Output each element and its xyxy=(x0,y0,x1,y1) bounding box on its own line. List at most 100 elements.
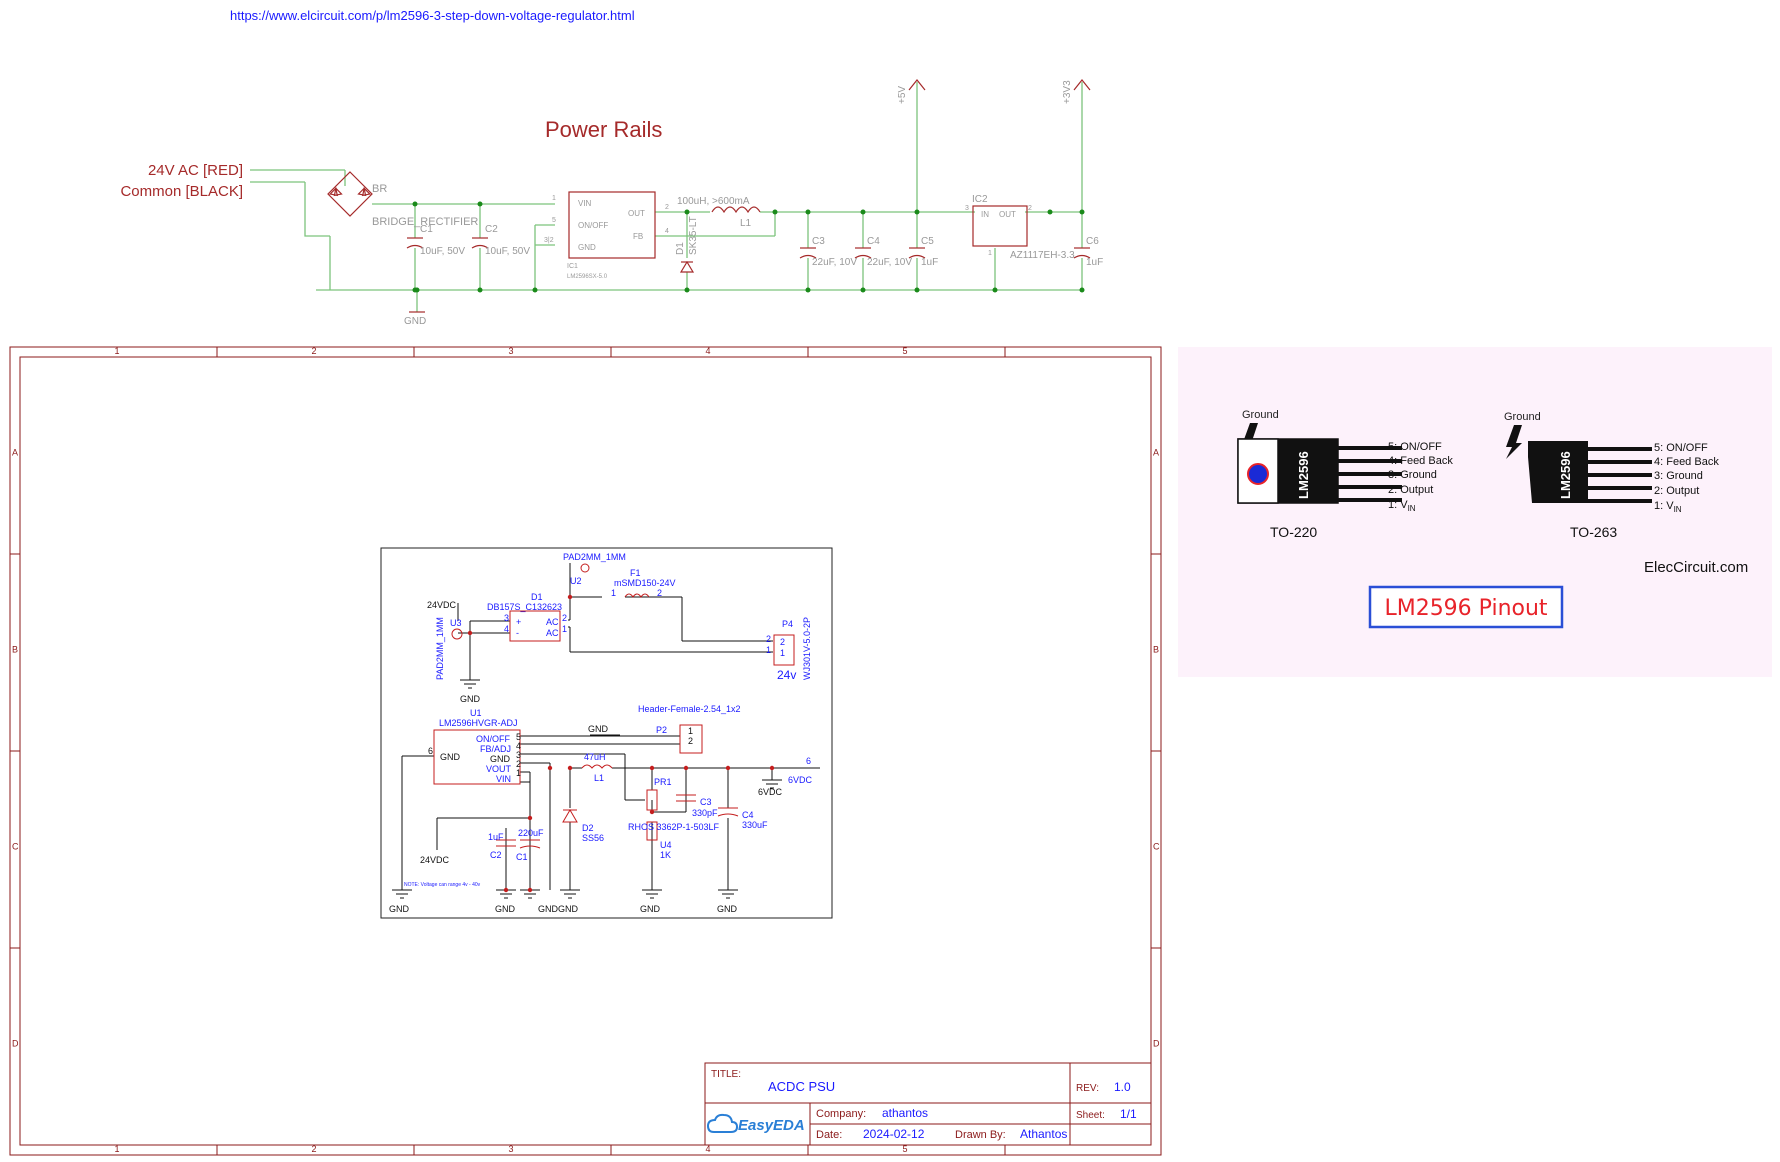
sheet-row-label: D xyxy=(12,1039,19,1049)
date-value: 2024-02-12 xyxy=(863,1127,925,1141)
svg-text:22uF, 10V: 22uF, 10V xyxy=(867,257,912,268)
svg-text:U3: U3 xyxy=(450,618,462,628)
svg-text:1uF: 1uF xyxy=(488,832,504,842)
company-value: athantos xyxy=(882,1106,928,1120)
svg-text:22uF, 10V: 22uF, 10V xyxy=(812,257,857,268)
date-label: Date: xyxy=(816,1129,842,1141)
svg-text:C4: C4 xyxy=(867,236,880,247)
svg-text:4: Feed Back: 4: Feed Back xyxy=(1654,456,1719,468)
svg-text:5: 5 xyxy=(552,217,556,224)
svg-text:GND: GND xyxy=(495,904,516,914)
power-rails-schematic: Power Rails 24V AC [RED] Common [BLACK] … xyxy=(120,79,1103,327)
svg-text:AZ1117EH-3.3: AZ1117EH-3.3 xyxy=(1010,250,1075,261)
power-rails-title: Power Rails xyxy=(545,117,662,142)
svg-text:1: 1 xyxy=(611,588,616,598)
svg-text:2: 2 xyxy=(665,204,669,211)
svg-text:1: 1 xyxy=(552,195,556,202)
svg-text:ON/OFF: ON/OFF xyxy=(476,734,510,744)
cloud-icon xyxy=(706,1113,739,1133)
svg-text:2: 2 xyxy=(516,759,521,769)
svg-text:L1: L1 xyxy=(594,773,604,783)
svg-text:GND: GND xyxy=(490,754,511,764)
svg-text:3: 3 xyxy=(965,205,969,212)
svg-text:SK35-LT: SK35-LT xyxy=(688,216,699,255)
svg-text:24VDC: 24VDC xyxy=(420,855,450,865)
svg-text:1: 1 xyxy=(562,624,567,634)
svg-text:IC1: IC1 xyxy=(567,263,578,270)
svg-text:C6: C6 xyxy=(1086,236,1099,247)
sheet-col-label: 3 xyxy=(509,1144,514,1154)
sheet-col-label: 5 xyxy=(903,1144,908,1154)
svg-text:FB: FB xyxy=(633,232,643,241)
svg-text:24v: 24v xyxy=(777,668,796,682)
svg-text:4: Feed Back: 4: Feed Back xyxy=(1388,455,1453,467)
svg-text:AC: AC xyxy=(546,617,559,627)
svg-text:C3: C3 xyxy=(700,797,712,807)
svg-text:2: Output: 2: Output xyxy=(1388,484,1433,496)
svg-text:GND: GND xyxy=(440,752,461,762)
svg-text:10uF, 50V: 10uF, 50V xyxy=(420,246,465,257)
sheet-row-label: D xyxy=(1153,1039,1160,1049)
svg-text:3|2: 3|2 xyxy=(544,237,554,244)
svg-text:2: Output: 2: Output xyxy=(1654,485,1699,497)
svg-text:BRIDGE_RECTIFIER: BRIDGE_RECTIFIER xyxy=(372,216,478,228)
package-to220: TO-220 xyxy=(1270,524,1317,540)
svg-text:-: - xyxy=(516,628,519,638)
title-block xyxy=(704,1062,1152,1146)
svg-text:1uF: 1uF xyxy=(1086,257,1103,268)
source-url-link[interactable]: https://www.elcircuit.com/p/lm2596-3-ste… xyxy=(230,8,635,23)
svg-text:+3V3: +3V3 xyxy=(1062,80,1073,104)
svg-text:330uF: 330uF xyxy=(742,820,768,830)
svg-text:6VDC: 6VDC xyxy=(758,787,783,797)
svg-text:47uH: 47uH xyxy=(584,752,606,762)
svg-text:VIN: VIN xyxy=(496,774,511,784)
credit-text: ElecCircuit.com xyxy=(1644,559,1748,576)
svg-text:Header-Female-2.54_1x2: Header-Female-2.54_1x2 xyxy=(638,704,741,714)
svg-text:1: 1 xyxy=(516,768,521,778)
title-label: TITLE: xyxy=(711,1069,741,1080)
svg-text:3: 3 xyxy=(516,750,521,760)
svg-text:5: ON/OFF: 5: ON/OFF xyxy=(1654,442,1708,454)
svg-text:220uF: 220uF xyxy=(518,828,544,838)
svg-text:WJ301V-5.0-2P: WJ301V-5.0-2P xyxy=(802,617,812,680)
svg-text:2: 2 xyxy=(780,637,785,647)
svg-text:PAD2MM_1MM: PAD2MM_1MM xyxy=(435,617,445,680)
svg-text:6: 6 xyxy=(428,746,433,756)
svg-text:D1: D1 xyxy=(531,592,543,602)
svg-text:IC2: IC2 xyxy=(972,194,988,205)
rev-value: 1.0 xyxy=(1114,1080,1131,1094)
sheet-row-label: C xyxy=(1153,842,1160,852)
svg-text:C2: C2 xyxy=(490,850,502,860)
svg-text:24VDC: 24VDC xyxy=(427,600,457,610)
sheet-label: Sheet: xyxy=(1076,1110,1105,1121)
svg-text:PAD2MM_1MM: PAD2MM_1MM xyxy=(563,552,626,562)
svg-text:330pF: 330pF xyxy=(692,808,718,818)
sheet-col-label: 2 xyxy=(312,1144,317,1154)
sheet-col-label: 4 xyxy=(706,1144,711,1154)
svg-text:U1: U1 xyxy=(470,708,482,718)
pinout-title: LM2596 Pinout xyxy=(1384,596,1547,621)
svg-text:P4: P4 xyxy=(782,619,793,629)
svg-text:4: 4 xyxy=(516,741,521,751)
ground-label-left: Ground xyxy=(1242,409,1279,421)
sheet-row-label: A xyxy=(12,448,18,458)
svg-text:3: 3 xyxy=(504,613,509,623)
svg-text:AC: AC xyxy=(546,628,559,638)
svg-text:RHOS 3362P-1-503LF: RHOS 3362P-1-503LF xyxy=(628,822,720,832)
svg-text:C1: C1 xyxy=(516,852,528,862)
svg-text:2: 2 xyxy=(1028,205,1032,212)
svg-text:GND: GND xyxy=(588,724,609,734)
svg-text:mSMD150-24V: mSMD150-24V xyxy=(614,578,676,588)
svg-text:BR: BR xyxy=(372,183,387,195)
svg-text:GND: GND xyxy=(640,904,661,914)
svg-text:4: 4 xyxy=(504,624,509,634)
drawn-label: Drawn By: xyxy=(955,1129,1006,1141)
chip-text-left: LM2596 xyxy=(1296,451,1311,499)
svg-text:C1: C1 xyxy=(420,224,433,235)
svg-text:IN: IN xyxy=(981,210,989,219)
svg-text:LM2596HVGR-ADJ: LM2596HVGR-ADJ xyxy=(439,718,518,728)
svg-text:ON/OFF: ON/OFF xyxy=(578,221,608,230)
easyeda-logo: EasyEDA xyxy=(706,1113,805,1134)
svg-text:1: 1 xyxy=(688,726,693,736)
svg-text:3: Ground: 3: Ground xyxy=(1388,469,1437,481)
